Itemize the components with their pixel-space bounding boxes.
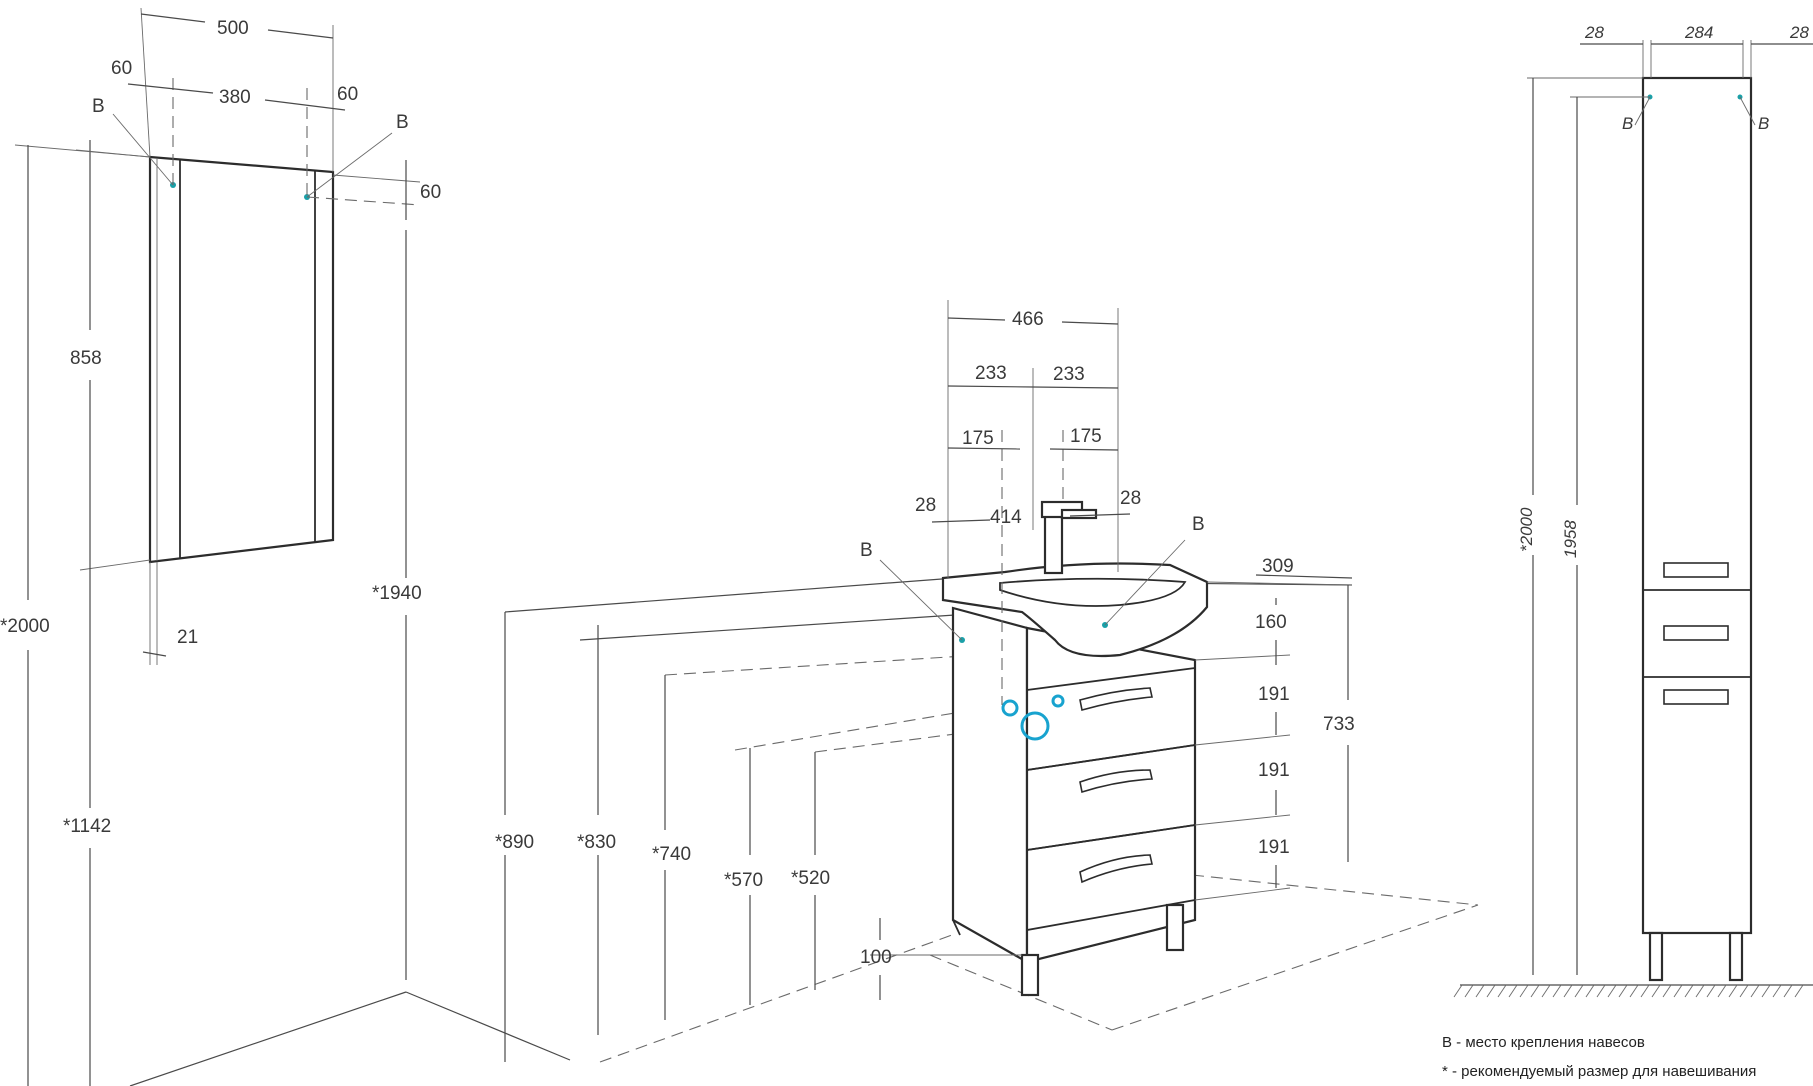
floor-hatch-line bbox=[1651, 984, 1661, 998]
vanity-leg-left bbox=[1020, 953, 1040, 997]
floor-hatch-line bbox=[1552, 984, 1562, 998]
install-890: *890 bbox=[495, 832, 534, 853]
mirror-label-b-right: B bbox=[396, 112, 409, 133]
mirror-inner: 380 bbox=[219, 87, 251, 108]
floor-hatch-line bbox=[1574, 984, 1584, 998]
mirror-group: 500 380 60 60 B B 60 858 21 *2000 bbox=[0, 7, 571, 1086]
floor-hatch-line bbox=[1563, 984, 1573, 998]
column-side-left: 28 bbox=[1584, 23, 1604, 42]
floor-hatch-line bbox=[1585, 984, 1595, 998]
mirror-depth: 21 bbox=[177, 627, 198, 648]
mirror-side-right: 60 bbox=[337, 84, 358, 105]
column-inner: 284 bbox=[1684, 23, 1713, 42]
vanity-depth: 309 bbox=[1262, 556, 1294, 577]
column-handle-3 bbox=[1663, 689, 1729, 705]
vanity-width: 466 bbox=[1012, 309, 1044, 330]
floor-hatch-line bbox=[1475, 984, 1485, 998]
vanity-drawer-3: 191 bbox=[1258, 837, 1290, 858]
column-body bbox=[1641, 76, 1753, 935]
floor-hatch-line bbox=[1541, 984, 1551, 998]
column-body-height: 1958 bbox=[1561, 520, 1580, 558]
legend-line-1: В - место крепления навесов bbox=[1442, 1034, 1645, 1051]
vanity-hole-right: 175 bbox=[1070, 426, 1102, 447]
legend-line-2: * - рекомендуемый размер для навешивания bbox=[1442, 1063, 1756, 1080]
floor-hatch-line bbox=[1640, 984, 1650, 998]
column-label-b-right: B bbox=[1758, 114, 1769, 133]
column-group: B B 28 284 28 *2000 1958 В - место крепл… bbox=[1442, 23, 1813, 1080]
vanity-cabinet-side bbox=[951, 606, 1029, 964]
floor-hatch-line bbox=[1717, 984, 1727, 998]
vanity-drawer-1: 191 bbox=[1258, 684, 1290, 705]
floor-hatch-line bbox=[1772, 984, 1782, 998]
floor-hatch-line bbox=[1530, 984, 1540, 998]
floor-hatch-line bbox=[1453, 984, 1463, 998]
vanity-leg-height: 100 bbox=[860, 947, 892, 968]
pipe-large bbox=[1020, 711, 1050, 741]
floor-hatch-line bbox=[1662, 984, 1672, 998]
floor-hatch-line bbox=[1519, 984, 1529, 998]
column-side-right: 28 bbox=[1789, 23, 1809, 42]
mirror-mount-height: *1940 bbox=[372, 583, 422, 604]
floor-hatch-line bbox=[1464, 984, 1474, 998]
floor-hatch-line bbox=[1629, 984, 1639, 998]
vanity-edge-right: 28 bbox=[1120, 488, 1141, 509]
vanity-label-b-left: B bbox=[860, 540, 873, 561]
vanity-leg-right bbox=[1165, 903, 1185, 952]
vanity-label-b-right: B bbox=[1192, 514, 1205, 535]
mirror-height: 858 bbox=[70, 348, 102, 369]
column-handle-1 bbox=[1663, 562, 1729, 578]
floor-hatch-line bbox=[1607, 984, 1617, 998]
floor-hatch-line bbox=[1750, 984, 1760, 998]
floor-hatch-line bbox=[1684, 984, 1694, 998]
drawer-handle-2 bbox=[1079, 769, 1153, 794]
column-leg-left bbox=[1648, 931, 1664, 982]
mirror-side-left: 60 bbox=[111, 58, 132, 79]
install-740: *740 bbox=[652, 844, 691, 865]
column-handle-2 bbox=[1663, 625, 1729, 641]
floor-hatch-line bbox=[1596, 984, 1606, 998]
faucet-body bbox=[1043, 513, 1064, 575]
floor-hatch-line bbox=[1728, 984, 1738, 998]
vanity-height: 733 bbox=[1323, 714, 1355, 735]
vanity-drawer-top: 160 bbox=[1255, 612, 1287, 633]
column-total-height: *2000 bbox=[1517, 507, 1536, 552]
floor-hatch-line bbox=[1706, 984, 1716, 998]
floor-hatch-line bbox=[1695, 984, 1705, 998]
vanity-edge-left: 28 bbox=[915, 495, 936, 516]
floor-hatch-line bbox=[1486, 984, 1496, 998]
wall-height: *2000 bbox=[0, 616, 50, 637]
drawer-handle-1 bbox=[1079, 687, 1153, 712]
install-830: *830 bbox=[577, 832, 616, 853]
floor-hatch-line bbox=[1739, 984, 1749, 998]
floor-hatch-line bbox=[1761, 984, 1771, 998]
mirror-body bbox=[148, 155, 335, 564]
vanity-drawer-2: 191 bbox=[1258, 760, 1290, 781]
pipe-small bbox=[1001, 699, 1019, 717]
floor-hatch-line bbox=[1618, 984, 1628, 998]
vanity-group: B B 466 233 233 175 175 414 28 28 309 73… bbox=[495, 300, 1479, 1063]
mirror-bottom-height: *1142 bbox=[63, 816, 111, 837]
pipe-small-2 bbox=[1051, 694, 1065, 708]
vanity-half-left: 233 bbox=[975, 363, 1007, 384]
floor-hatch-line bbox=[1794, 984, 1804, 998]
column-leg-right bbox=[1728, 931, 1744, 982]
vanity-bowl: 414 bbox=[990, 507, 1022, 528]
vanity-hole-left: 175 bbox=[962, 428, 994, 449]
install-520: *520 bbox=[791, 868, 830, 889]
column-label-b-left: B bbox=[1622, 114, 1633, 133]
drawer-handle-3 bbox=[1079, 854, 1153, 884]
floor-hatch-line bbox=[1783, 984, 1793, 998]
mirror-label-b-left: B bbox=[92, 96, 105, 117]
mirror-width: 500 bbox=[217, 18, 249, 39]
vanity-half-right: 233 bbox=[1053, 364, 1085, 385]
floor-hatch-line bbox=[1673, 984, 1683, 998]
floor-hatch-line bbox=[1497, 984, 1507, 998]
mirror-top-offset: 60 bbox=[420, 182, 441, 203]
install-570: *570 bbox=[724, 870, 763, 891]
floor-hatch-line bbox=[1508, 984, 1518, 998]
